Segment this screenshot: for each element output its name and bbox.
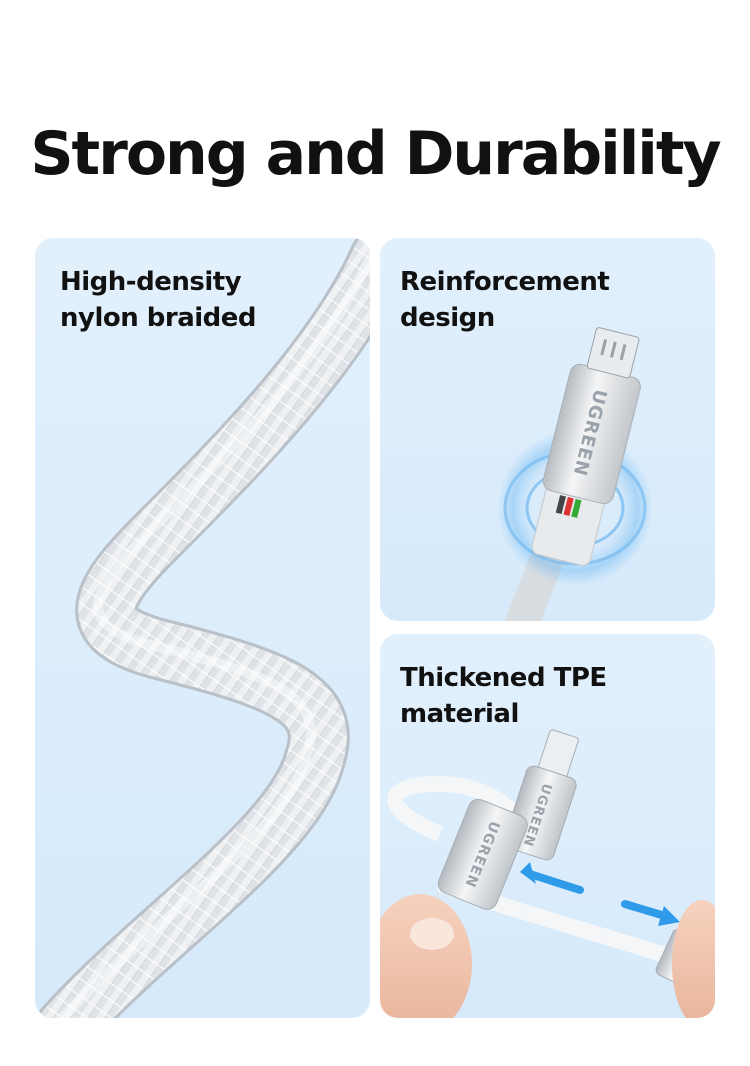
panel-nylon-braided: High-density nylon braided (35, 238, 370, 1018)
micro-usb-connector-image: UGREEN (497, 327, 653, 621)
panel-title-nylon-braided: High-density nylon braided (60, 267, 257, 333)
page-title: Strong and Durability (30, 119, 721, 189)
panel-thickened-tpe: UGREEN UGREEN Thickened TPE material (380, 634, 715, 1018)
panel-title-thickened-tpe: Thickened TPE material (400, 663, 607, 729)
braided-cable-image (35, 238, 370, 1018)
panel-reinforcement-design: UGREEN Reinforcement design (380, 238, 715, 621)
bendable-lightning-adapter-image: UGREEN UGREEN (380, 729, 715, 1018)
panel-title-reinforcement-design: Reinforcement design (400, 267, 610, 333)
double-arrow-icon (520, 862, 680, 926)
